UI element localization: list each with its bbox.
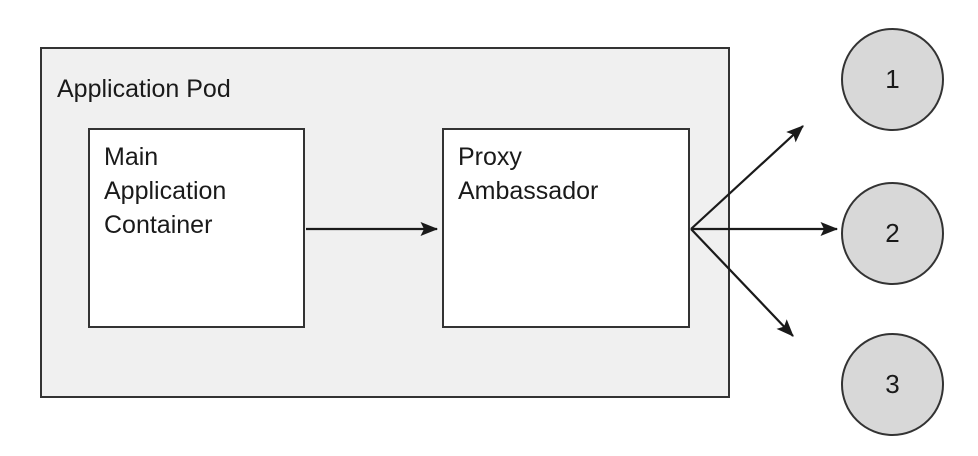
service-node-3-label: 3 (885, 369, 900, 399)
service-node-2-label: 2 (885, 218, 900, 248)
main-application-container-box: Main Application Container (88, 128, 305, 328)
proxy-ambassador-box: Proxy Ambassador (442, 128, 690, 328)
service-node-2: 2 (841, 182, 944, 285)
service-node-3: 3 (841, 333, 944, 436)
service-node-1: 1 (841, 28, 944, 131)
service-node-1-label: 1 (885, 64, 900, 94)
main-application-container-label: Main Application Container (104, 143, 227, 239)
proxy-ambassador-label: Proxy Ambassador (458, 143, 599, 205)
application-pod-label: Application Pod (57, 75, 231, 103)
